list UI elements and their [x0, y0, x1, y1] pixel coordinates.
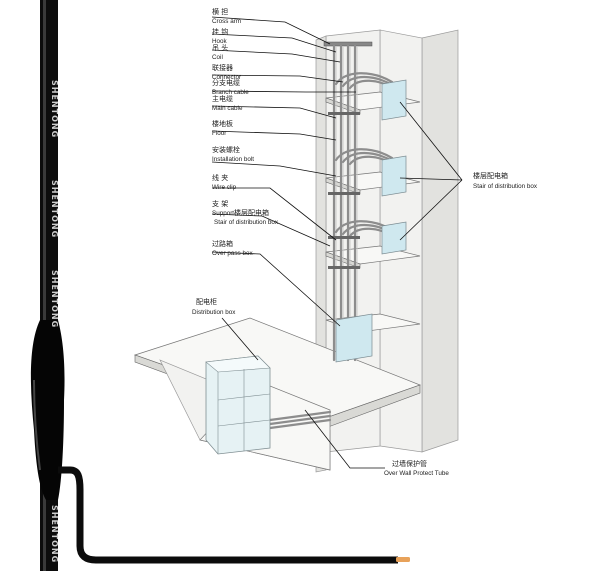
molded-joint: [30, 320, 65, 500]
label-cross-arm-en: Cross arm: [212, 18, 241, 25]
label-cross-arm-zh: 横 担: [212, 7, 228, 16]
label-main-cable-zh: 主电缆: [212, 94, 233, 103]
label-hook-en: Hook: [212, 38, 228, 45]
label-wire-clip-zh: 线 夹: [212, 173, 228, 182]
brand-text-3: SHENTONG: [50, 270, 59, 328]
label-installation-bolt-zh: 安装螺栓: [212, 145, 240, 154]
supports: [328, 112, 360, 269]
label-over-wall-tube-zh: 过墙保护管: [392, 459, 427, 468]
label-distribution-box-en: Distribution box: [192, 309, 236, 316]
floor-distribution-boxes: [381, 79, 407, 255]
label-over-pass-box-en: Over pass box: [212, 250, 253, 257]
label-floor-zh: 楼地板: [212, 119, 233, 128]
leader-lines: [211, 16, 463, 469]
branch-cable-product: SHENTONG SHENTONG SHENTONG SHENTONG: [30, 0, 410, 571]
brand-text-4: SHENTONG: [50, 505, 59, 563]
label-branch-cable-en: Branch cable: [212, 89, 249, 96]
label-stair-box-right-zh: 楼层配电箱: [473, 171, 508, 180]
label-connector-en: Connector: [212, 74, 241, 81]
label-branch-cable-zh: 分支电缆: [212, 78, 240, 87]
brand-text-2: SHENTONG: [50, 180, 59, 238]
main-cables: [332, 44, 358, 362]
label-coil-zh: 吊 头: [212, 43, 228, 52]
label-coil-en: Coil: [212, 54, 223, 61]
label-wire-clip-en: Wire clip: [212, 184, 237, 191]
branch-cable-sheath: [58, 466, 398, 564]
label-floor-en: Floor: [212, 130, 226, 137]
label-over-pass-box-zh: 过路箱: [212, 239, 233, 248]
label-hook-zh: 挂 钩: [212, 27, 228, 36]
label-stair-box-left-zh: 楼层配电箱: [234, 208, 269, 217]
distribution-cabinet: [205, 355, 271, 455]
over-pass-box: [335, 313, 373, 363]
label-distribution-box-zh: 配电柜: [196, 297, 217, 306]
label-support-en: Support: [212, 210, 234, 217]
brand-text-1: SHENTONG: [50, 80, 59, 138]
label-over-wall-tube-en: Over Wall Protect Tube: [384, 470, 449, 477]
callout-labels: 横 担 Cross arm 挂 钩 Hook 吊 头 Coil 联接器 Conn…: [192, 7, 538, 477]
label-connector-zh: 联接器: [212, 63, 233, 72]
label-stair-box-left-en: Stair of distribution box: [214, 219, 279, 226]
label-main-cable-en: Main cable: [212, 105, 243, 112]
copper-conductor: [396, 557, 410, 562]
label-stair-box-right-en: Stair of distribution box: [473, 183, 538, 190]
label-installation-bolt-en: Installation bolt: [212, 156, 254, 163]
label-support-zh: 支 架: [212, 199, 228, 208]
building-structure: [133, 29, 459, 473]
